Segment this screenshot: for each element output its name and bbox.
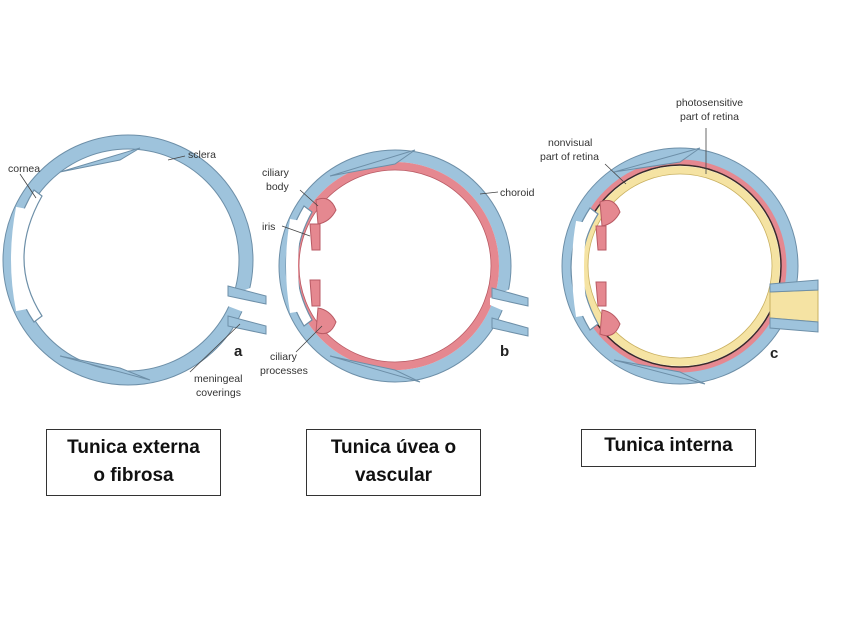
label-nonvisual-2: part of retina [540,151,599,163]
caption-uvea-line2: vascular [354,465,433,486]
caption-tunica-externa: Tunica externa o fibrosa [46,429,221,496]
label-ciliary-body-2: body [266,181,290,193]
label-ciliary-processes-2: processes [260,365,308,377]
diagram-letter-c: c [770,345,778,362]
diagram-letter-b: b [500,343,509,360]
label-nonvisual-1: nonvisual [548,137,592,149]
sclera-layer [3,135,253,385]
label-ciliary-body-1: ciliary [262,167,290,179]
optic-nerve [769,289,819,323]
label-photosensitive-2: part of retina [680,111,739,123]
eye-diagram-c: nonvisual part of retina photosensitive … [540,97,819,385]
diagram-letter-a: a [234,343,243,360]
caption-externa-line2: o fibrosa [93,465,174,486]
label-sclera: sclera [188,149,216,161]
label-cornea: cornea [8,163,40,175]
label-iris: iris [262,221,275,233]
eye-diagram-a: cornea sclera meningeal coverings a [2,134,267,399]
caption-interna-line1: Tunica interna [604,435,733,456]
eye-diagram-b: ciliary body iris choroid ciliary proces… [260,149,535,383]
caption-uvea-line1: Tunica úvea o [330,437,457,458]
caption-tunica-uvea: Tunica úvea o vascular [306,429,481,496]
caption-tunica-interna: Tunica interna [581,429,756,467]
iris [309,223,321,307]
label-meningeal-1: meningeal [194,373,242,385]
label-photosensitive-1: photosensitive [676,97,743,109]
meningeal-sheath [227,285,267,335]
ciliary-body [315,197,337,225]
label-meningeal-2: coverings [196,387,241,399]
caption-externa-line1: Tunica externa [67,437,200,458]
label-choroid: choroid [500,187,535,199]
label-ciliary-processes-1: ciliary [270,351,298,363]
choroid-layer [291,162,499,370]
